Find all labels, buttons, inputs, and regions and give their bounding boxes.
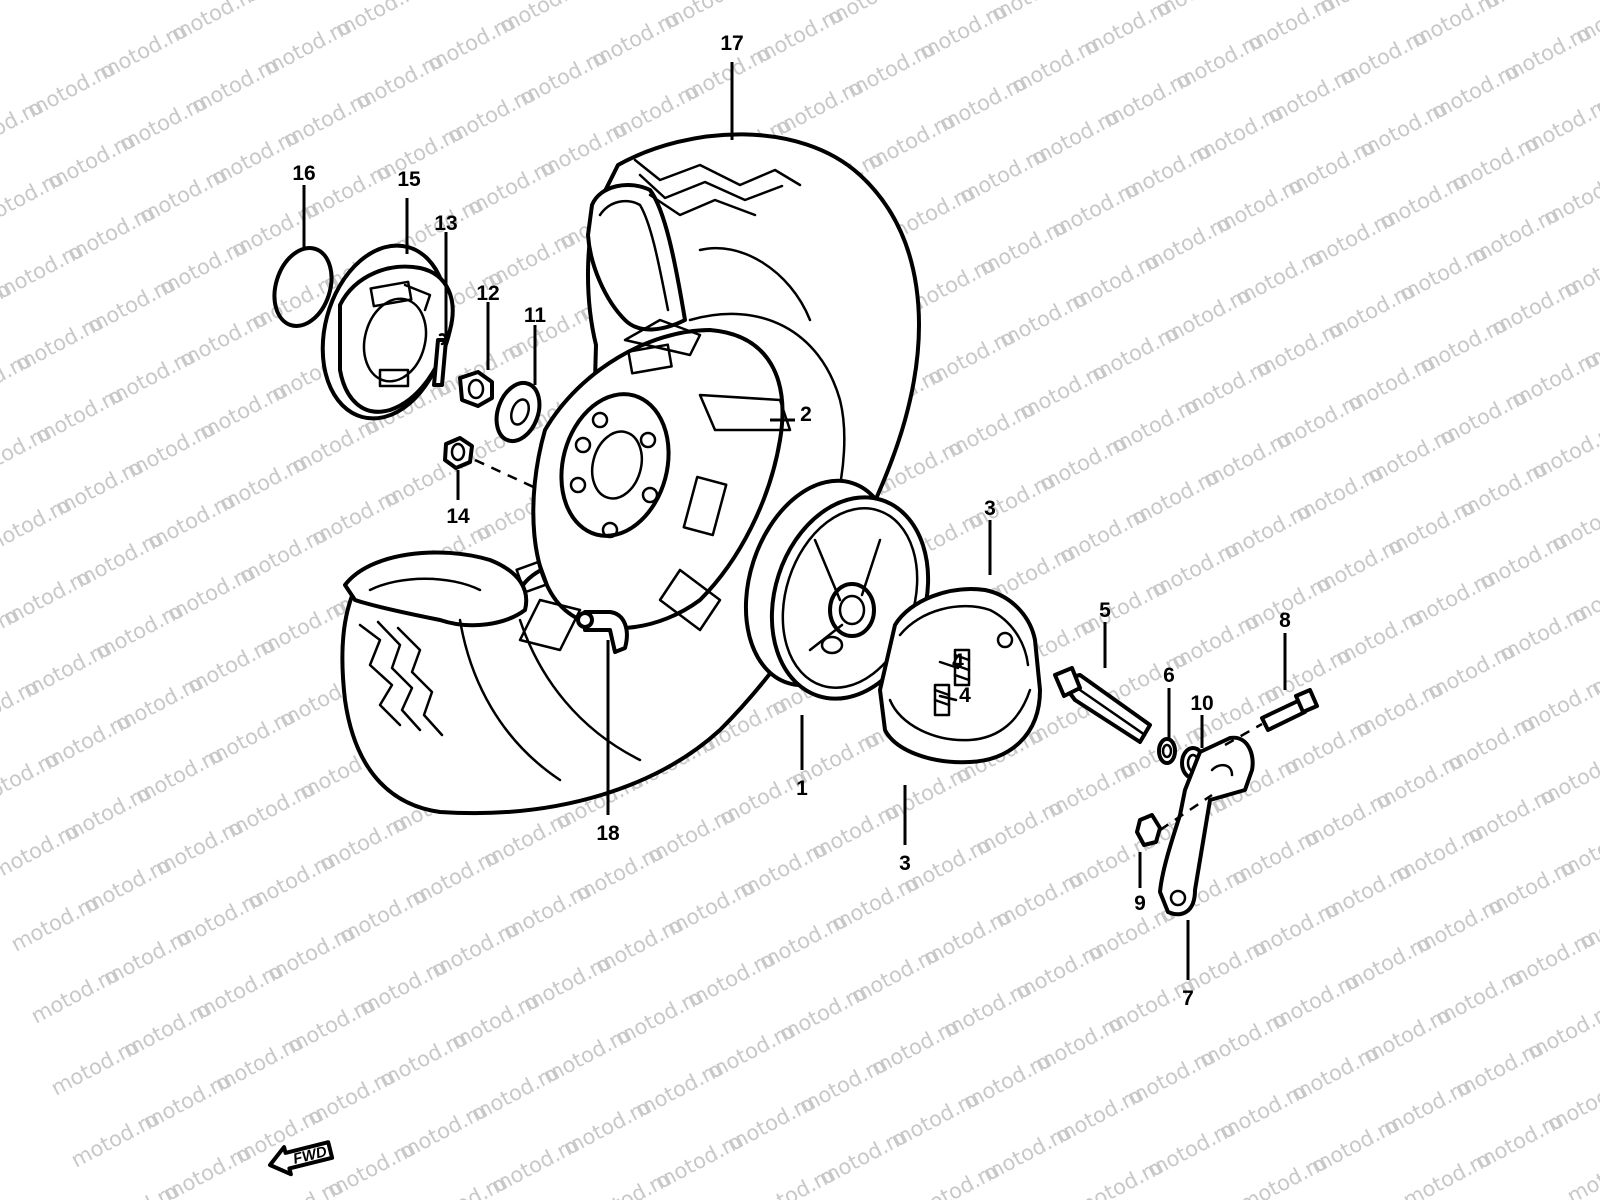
leader-lines: [302, 62, 1287, 980]
watermark-text: motod.ru: [495, 0, 591, 38]
callout-11: 11: [524, 304, 547, 327]
watermark-text: motod.ru: [1527, 418, 1600, 484]
watermark-text: motod.ru: [1315, 0, 1411, 18]
callout-13: 13: [434, 212, 457, 235]
watermark-text: motod.ru: [239, 0, 335, 8]
callout-14: 14: [446, 505, 470, 528]
watermark-text: motod.ru: [1543, 1070, 1600, 1136]
callout-labels: 17 16 15 13 12 11 14 2 1 3 3 4 4 5 6 10 …: [292, 32, 1291, 1010]
fwd-label: FWD: [291, 1143, 328, 1168]
watermark-text: motod.ru: [1547, 490, 1600, 556]
lever-bolt: [1260, 688, 1319, 732]
watermark-text: motod.ru: [1515, 672, 1600, 738]
watermark-text: motod.ru: [1535, 744, 1600, 810]
callout-1: 1: [796, 777, 808, 800]
callout-3-upper: 3: [984, 497, 996, 520]
cotter-pin: [432, 333, 448, 387]
callout-8: 8: [1279, 609, 1291, 632]
watermark-text: motod.ru: [331, 0, 427, 42]
watermark-text: motod.ru: [1563, 1142, 1600, 1200]
watermark-text: motod.ru: [1523, 998, 1600, 1064]
callout-4-lower: 4: [959, 684, 971, 707]
callout-10: 10: [1190, 692, 1213, 715]
watermark-text: motod.ru: [1519, 92, 1600, 158]
axle-washer: [494, 380, 542, 444]
callout-15: 15: [397, 168, 421, 191]
callout-6: 6: [1163, 664, 1175, 687]
callout-18: 18: [596, 822, 620, 845]
brake-camshaft: [1053, 666, 1152, 744]
watermark-text: motod.ru: [403, 0, 499, 4]
callout-17: 17: [720, 32, 743, 55]
callout-7: 7: [1182, 987, 1194, 1010]
watermark-text: motod.ru: [823, 0, 919, 30]
o-ring: [272, 246, 334, 328]
callout-9: 9: [1134, 892, 1146, 915]
fwd-direction-arrow: FWD: [268, 1140, 335, 1177]
brake-panel: [320, 243, 455, 421]
watermark-text: motod.ru: [1539, 164, 1600, 230]
callout-16: 16: [292, 162, 315, 185]
castle-nut: [458, 370, 494, 408]
watermark-text: motod.ru: [1567, 562, 1600, 628]
valve-stem: [576, 610, 629, 654]
callout-4-upper: 4: [952, 650, 964, 673]
callout-5: 5: [1099, 599, 1111, 622]
watermark-text: motod.ru: [987, 0, 1083, 26]
watermark-text: motod.ru: [1479, 0, 1575, 14]
brake-shoes: [878, 587, 1042, 765]
lever-nut: [1135, 813, 1162, 847]
rim: [515, 318, 792, 652]
watermark-text: motod.ru: [1555, 816, 1600, 882]
wheel-nut: [443, 436, 474, 470]
watermark-text: motod.ru: [659, 0, 755, 34]
watermark-text: motod.ru: [1151, 0, 1247, 22]
callout-2: 2: [800, 403, 812, 426]
callout-12: 12: [476, 282, 499, 305]
callout-3-lower: 3: [899, 852, 911, 875]
watermark-text: motod.ru: [1559, 236, 1600, 302]
brake-cam-lever: [1158, 735, 1255, 917]
